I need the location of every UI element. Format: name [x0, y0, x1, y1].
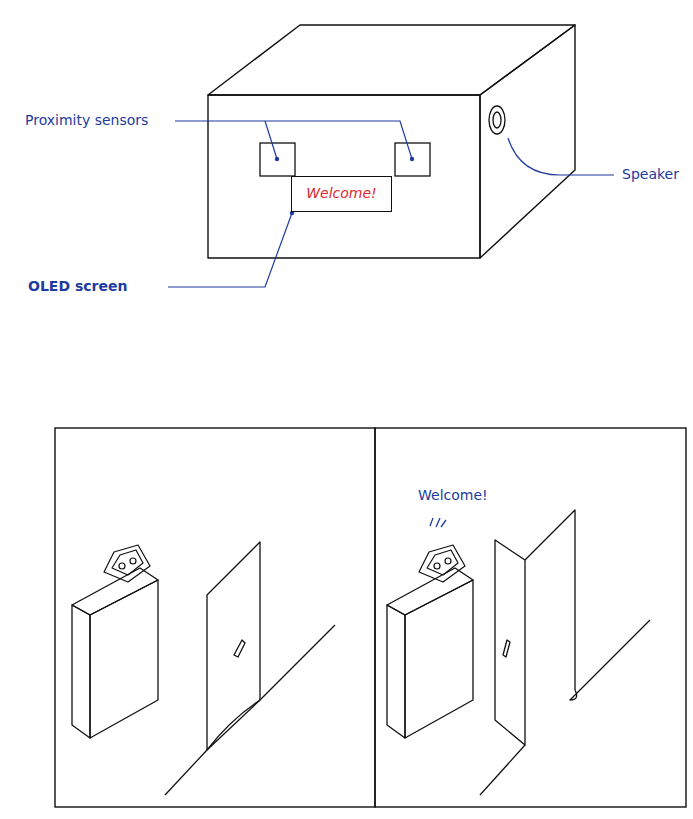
speech-text: Welcome! [418, 488, 488, 503]
mini-device [104, 545, 150, 582]
leader-line [175, 121, 412, 159]
wall-cabinet [387, 605, 405, 738]
device-housing [208, 95, 480, 258]
wall-cabinet [90, 580, 158, 738]
oled-screen: Welcome! [291, 176, 392, 212]
comic-panel [375, 428, 686, 807]
speaker-symbol [493, 112, 501, 128]
comic-panel [55, 428, 686, 807]
comic-panel [55, 428, 375, 807]
door [234, 640, 245, 657]
door [570, 620, 650, 700]
part-label: Proximity sensors [25, 113, 148, 128]
wall-cabinet [72, 605, 90, 738]
door [525, 510, 575, 690]
part-label: Speaker [622, 167, 679, 182]
speaker-symbol [489, 106, 505, 134]
wall-cabinet [387, 568, 473, 615]
leader-dot [275, 157, 279, 161]
leader-line [168, 121, 614, 287]
mini-device [104, 545, 465, 582]
screen-text: Welcome! [306, 186, 376, 201]
sound-marks [436, 518, 440, 527]
leader-dot [275, 157, 414, 215]
device-housing [208, 25, 575, 95]
door [165, 750, 207, 795]
door [207, 542, 260, 750]
sound-marks [441, 520, 446, 527]
door [260, 625, 335, 700]
mini-device [119, 563, 125, 569]
proximity-sensor [260, 143, 430, 176]
sound-marks [430, 518, 433, 526]
mini-device [419, 545, 465, 582]
mini-device [427, 550, 458, 575]
door [480, 745, 525, 795]
leader-line [508, 138, 614, 175]
device-housing [208, 25, 575, 258]
proximity-sensor [395, 143, 430, 176]
door [495, 540, 525, 745]
mini-device [112, 550, 143, 575]
proximity-sensor [260, 143, 295, 176]
leader-dot [410, 157, 414, 161]
mini-device [445, 558, 451, 564]
wall-cabinet [72, 568, 473, 738]
wall-cabinet [405, 580, 473, 738]
leader-line [265, 121, 277, 159]
part-label: OLED screen [28, 279, 127, 294]
door [503, 640, 510, 657]
mini-device [434, 563, 440, 569]
speaker-symbol [489, 106, 505, 134]
door [207, 700, 260, 750]
device-housing [480, 25, 575, 258]
wall-cabinet [72, 568, 158, 615]
door [165, 510, 650, 795]
sound-marks [430, 518, 446, 527]
mini-device [130, 558, 136, 564]
leader-line [168, 213, 292, 287]
